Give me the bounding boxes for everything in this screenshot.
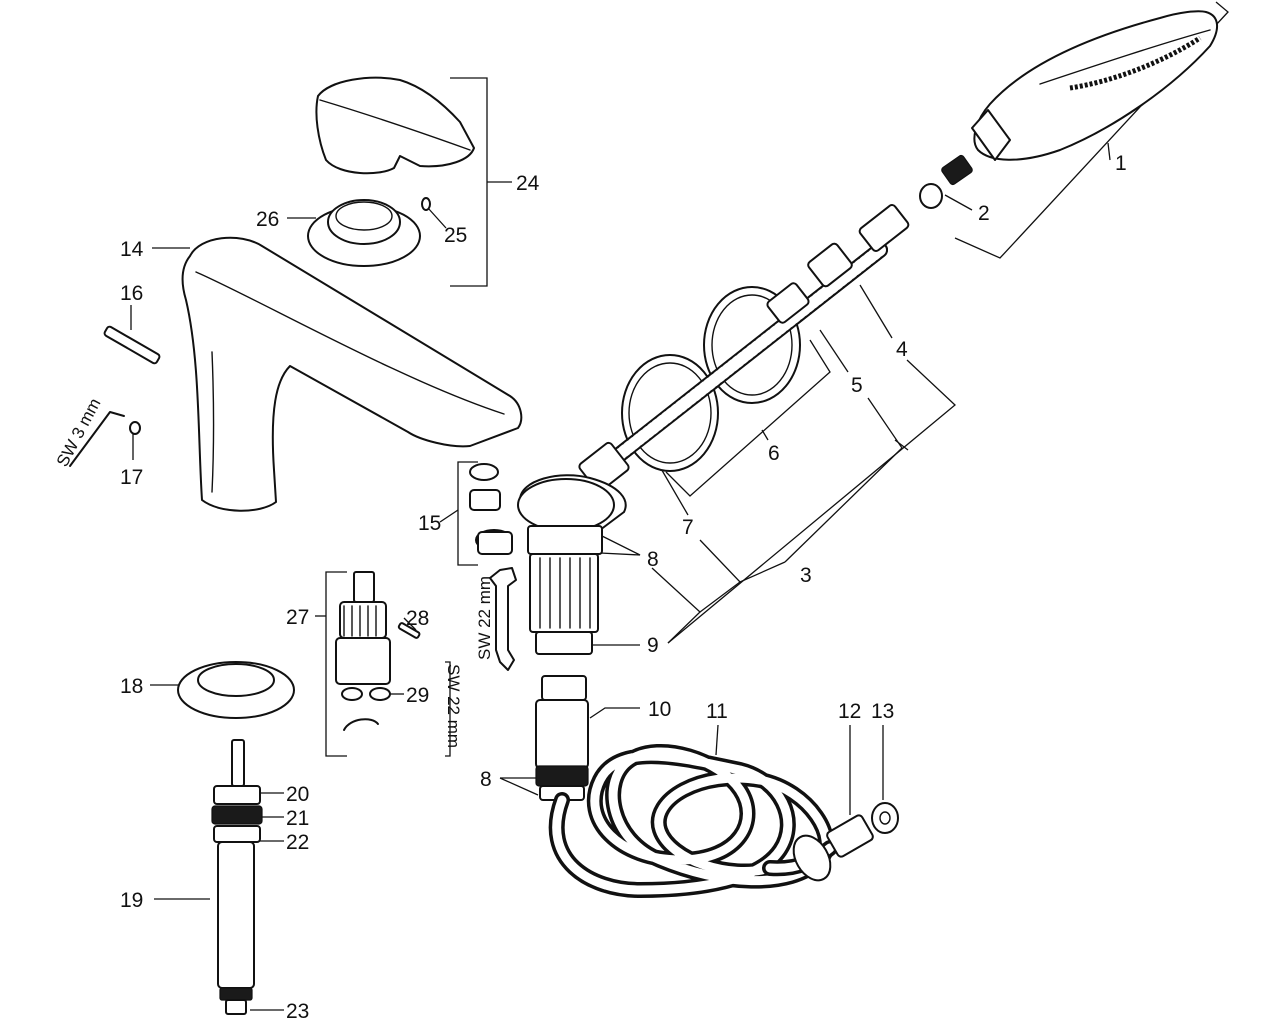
hose-guide-body-icon: [517, 474, 627, 801]
callout-19: 19: [120, 889, 143, 912]
callout-22: 22: [286, 831, 309, 854]
callout-9: 9: [647, 634, 659, 657]
callout-5: 5: [851, 374, 863, 397]
callout-14: 14: [120, 238, 144, 261]
callout-20: 20: [286, 783, 309, 806]
lever-handle-icon: [307, 76, 475, 267]
callout-16: 16: [120, 282, 143, 305]
callout-6: 6: [768, 442, 780, 465]
callout-2: 2: [978, 202, 990, 225]
callout-10: 10: [648, 698, 671, 721]
callout-8b: 8: [480, 768, 492, 791]
callout-13: 13: [871, 700, 894, 723]
callout-27: 27: [286, 606, 309, 629]
callout-21: 21: [286, 807, 309, 830]
allen-key-icon: [69, 411, 125, 467]
hand-shower-icon: [971, 10, 1218, 161]
callout-17: 17: [120, 466, 143, 489]
callout-4: 4: [896, 338, 908, 361]
callout-18: 18: [120, 675, 143, 698]
callout-8a: 8: [647, 548, 659, 571]
wrench-icon: [489, 567, 517, 671]
callout-12: 12: [838, 700, 861, 723]
callout-11: 11: [706, 700, 728, 723]
callout-28: 28: [406, 607, 429, 630]
callout-labels: 1 2 3 4 5 6 7 8 8 9 10 11 12 13 14 15 16…: [120, 152, 1127, 1023]
shower-hose-icon: [548, 744, 899, 898]
callout-25: 25: [444, 224, 467, 247]
callout-15: 15: [418, 512, 441, 535]
callout-7: 7: [682, 516, 694, 539]
callout-23: 23: [286, 1000, 309, 1023]
aerator-icon: [469, 463, 513, 555]
callout-24: 24: [516, 172, 540, 195]
callout-3: 3: [800, 564, 812, 587]
callout-26: 26: [256, 208, 279, 231]
mixer-spout-icon: [181, 236, 523, 512]
hose-connector-icon: [919, 154, 973, 209]
leader-lines: [130, 1, 1229, 1011]
threaded-rod-icon: [211, 739, 263, 1015]
escutcheon-ring-icon: [177, 661, 295, 719]
cartridge-icon: [335, 571, 421, 731]
wrench-size-label: SW 22 mm: [475, 576, 494, 660]
callout-1: 1: [1115, 152, 1127, 175]
callout-29: 29: [406, 684, 429, 707]
cartridge-wrench-size-label: SW 22 mm: [444, 664, 463, 748]
pull-out-hose-icon: [578, 204, 910, 493]
pin-icon: [103, 325, 161, 435]
